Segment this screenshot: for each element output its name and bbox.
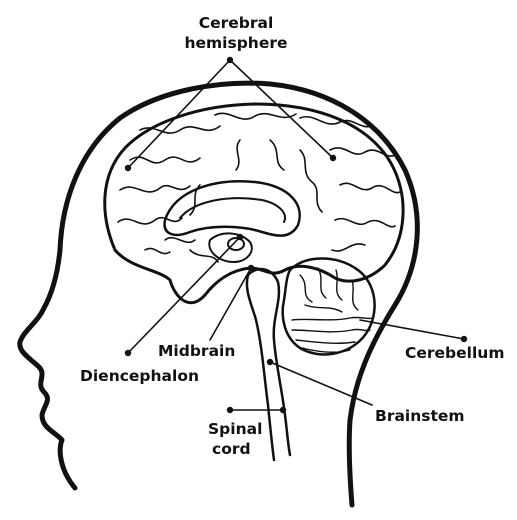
brainstem-shape [246, 267, 292, 457]
thalamus-oval [227, 237, 245, 251]
cerebellum-shape [281, 257, 376, 356]
label-brainstem: Brainstem [375, 407, 465, 425]
label-cerebellum: Cerebellum [405, 344, 504, 362]
label-cerebral-hemisphere-line1: Cerebral [199, 14, 274, 32]
leader-lines [127, 59, 465, 411]
label-midbrain: Midbrain [158, 342, 235, 360]
leader-dots [124, 56, 468, 414]
brainstem-front [245, 273, 276, 462]
cerebellum-folia [291, 267, 373, 353]
corpus-callosum [163, 180, 301, 237]
cerebrum-gyri [117, 112, 401, 263]
label-diencephalon: Diencephalon [80, 367, 199, 385]
cerebrum-outline [103, 102, 405, 304]
label-spinal-cord-line1: Spinal [208, 420, 262, 438]
head-outline [17, 80, 420, 508]
label-spinal-cord-line2: cord [212, 440, 251, 458]
label-cerebral-hemisphere-line2: hemisphere [184, 34, 287, 52]
diencephalon-shape [208, 232, 253, 263]
corpus-callosum-inner [179, 197, 286, 223]
